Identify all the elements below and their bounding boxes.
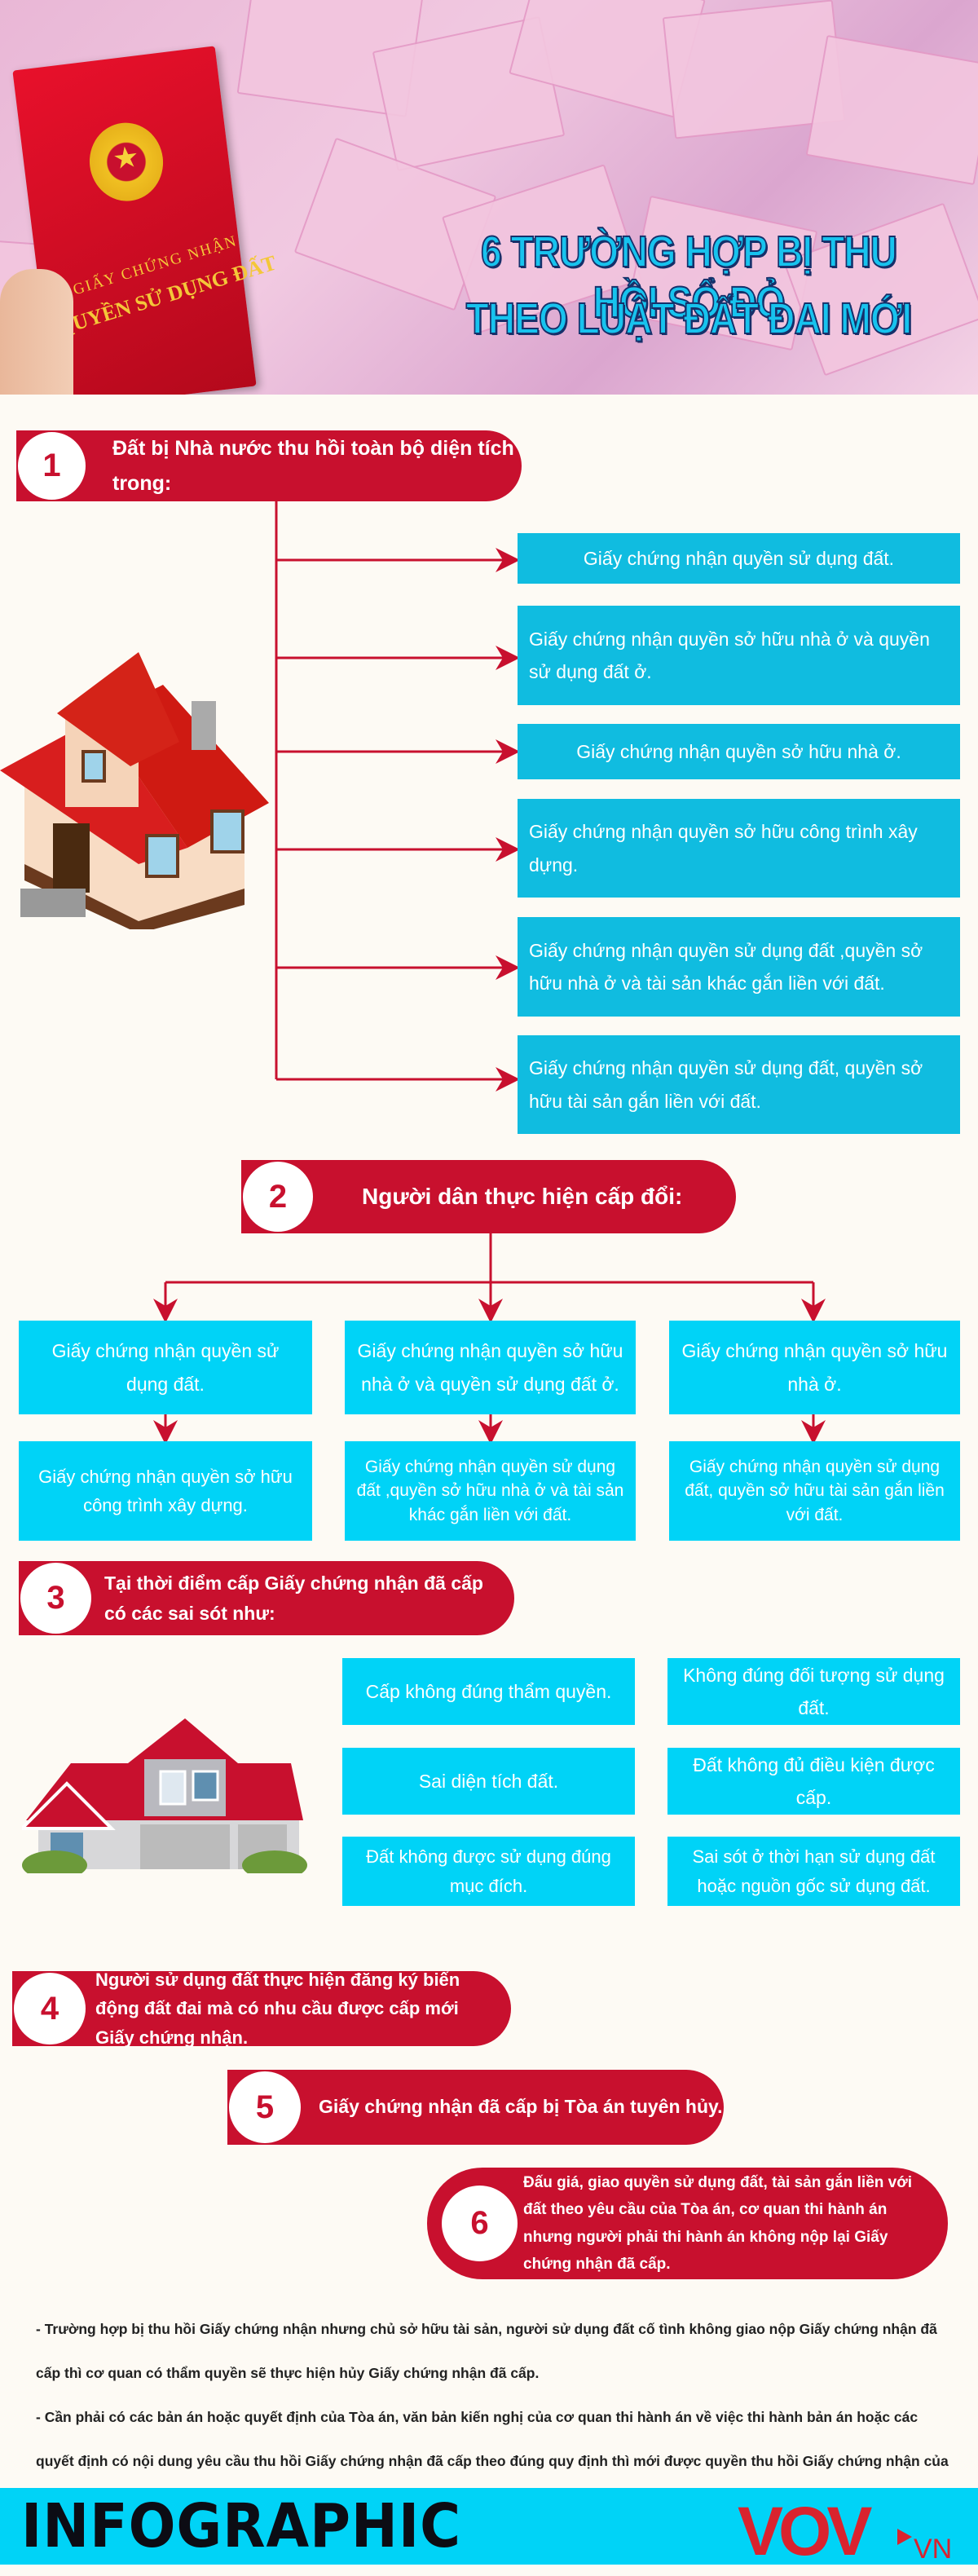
section-2-item: Giấy chứng nhận quyền sử dụng đất ,quyền… bbox=[345, 1441, 636, 1541]
play-icon bbox=[897, 2529, 912, 2545]
note-paragraph: - Trường hợp bị thu hồi Giấy chứng nhận … bbox=[36, 2321, 937, 2381]
section-6-header: 6 Đấu giá, giao quyền sử dụng đất, tài s… bbox=[427, 2168, 948, 2279]
section-2-item: Giấy chứng nhận quyền sở hữu công trình … bbox=[19, 1441, 312, 1541]
section-1-item: Giấy chứng nhận quyền sở hữu nhà ở và qu… bbox=[518, 606, 960, 705]
page-title-line2: THEO LUẬT ĐẤT ĐAI MỚI bbox=[465, 293, 913, 344]
section-1-item: Giấy chứng nhận quyền sử dụng đất, quyền… bbox=[518, 1035, 960, 1134]
section-1-item: Giấy chứng nhận quyền sử dụng đất. bbox=[518, 533, 960, 584]
section-number-badge: 4 bbox=[12, 1971, 87, 2046]
vov-logo: VOV VN bbox=[738, 2496, 952, 2561]
section-heading: Giấy chứng nhận đã cấp bị Tòa án tuyên h… bbox=[319, 2096, 723, 2118]
section-heading: Đấu giá, giao quyền sử dụng đất, tài sản… bbox=[523, 2174, 913, 2273]
section-heading: Người dân thực hiện cấp đổi: bbox=[362, 1184, 683, 1210]
note-paragraph: - Cần phải có các bản án hoặc quyết định… bbox=[36, 2409, 949, 2513]
section-1-item: Giấy chứng nhận quyền sử dụng đất ,quyền… bbox=[518, 917, 960, 1017]
section-2-item: Giấy chứng nhận quyền sở hữu nhà ở và qu… bbox=[345, 1321, 636, 1414]
section-1-item: Giấy chứng nhận quyền sở hữu công trình … bbox=[518, 799, 960, 898]
section-number-badge: 5 bbox=[227, 2070, 302, 2145]
section-number-badge: 1 bbox=[16, 430, 87, 501]
house-illustration bbox=[0, 652, 269, 929]
section-3-item: Cấp không đúng thẩm quyền. bbox=[342, 1658, 635, 1725]
section-1-header: 1 Đất bị Nhà nước thu hồi toàn bộ diện t… bbox=[16, 430, 522, 501]
section-5-header: 5 Giấy chứng nhận đã cấp bị Tòa án tuyên… bbox=[227, 2070, 724, 2145]
section-number-badge: 3 bbox=[19, 1561, 93, 1635]
vov-logo-text: VOV bbox=[738, 2496, 872, 2561]
page-title-line1: 6 TRƯỜNG HỢP BỊ THU HỒI SỔ ĐỎ bbox=[480, 227, 898, 328]
section-3-item: Đất không được sử dụng đúng mục đích. bbox=[342, 1837, 635, 1906]
section-1-item: Giấy chứng nhận quyền sở hữu nhà ở. bbox=[518, 724, 960, 779]
section-heading: Người sử dụng đất thực hiện đăng ký biến… bbox=[95, 1969, 460, 2048]
section-3-header: 3 Tại thời điểm cấp Giấy chứng nhận đã c… bbox=[19, 1561, 514, 1635]
section-2-item: Giấy chứng nhận quyền sử dụng đất. bbox=[19, 1321, 312, 1414]
house-illustration bbox=[22, 1718, 307, 1873]
section-3-item: Sai sót ở thời hạn sử dụng đất hoặc nguồ… bbox=[667, 1837, 960, 1906]
infographic-label: INFOGRAPHIC bbox=[21, 2491, 461, 2561]
section-heading: Tại thời điểm cấp Giấy chứng nhận đã cấp… bbox=[104, 1572, 483, 1624]
section-3-item: Không đúng đối tượng sử dụng đất. bbox=[667, 1658, 960, 1725]
footer-bar bbox=[0, 2488, 978, 2565]
section-2-header: 2 Người dân thực hiện cấp đổi: bbox=[241, 1160, 736, 1233]
section-4-header: 4 Người sử dụng đất thực hiện đăng ký bi… bbox=[12, 1969, 511, 2048]
hand-image bbox=[0, 269, 73, 395]
section-3-item: Sai diện tích đất. bbox=[342, 1748, 635, 1815]
section-2-item: Giấy chứng nhận quyền sở hữu nhà ở. bbox=[669, 1321, 960, 1414]
section-number-badge: 6 bbox=[440, 2184, 519, 2263]
notes: - Trường hợp bị thu hồi Giấy chứng nhận … bbox=[36, 2307, 949, 2527]
vov-logo-suffix: VN bbox=[914, 2534, 952, 2561]
hero-banner: GIẤY CHỨNG NHẬN QUYỀN SỬ DỤNG ĐẤT 6 TRƯỜ… bbox=[0, 0, 978, 395]
section-3-item: Đất không đủ điều kiện được cấp. bbox=[667, 1748, 960, 1815]
section-heading: Đất bị Nhà nước thu hồi toàn bộ diện tíc… bbox=[112, 437, 514, 495]
section-2-item: Giấy chứng nhận quyền sử dụng đất, quyền… bbox=[669, 1441, 960, 1541]
section-number-badge: 2 bbox=[241, 1160, 315, 1233]
